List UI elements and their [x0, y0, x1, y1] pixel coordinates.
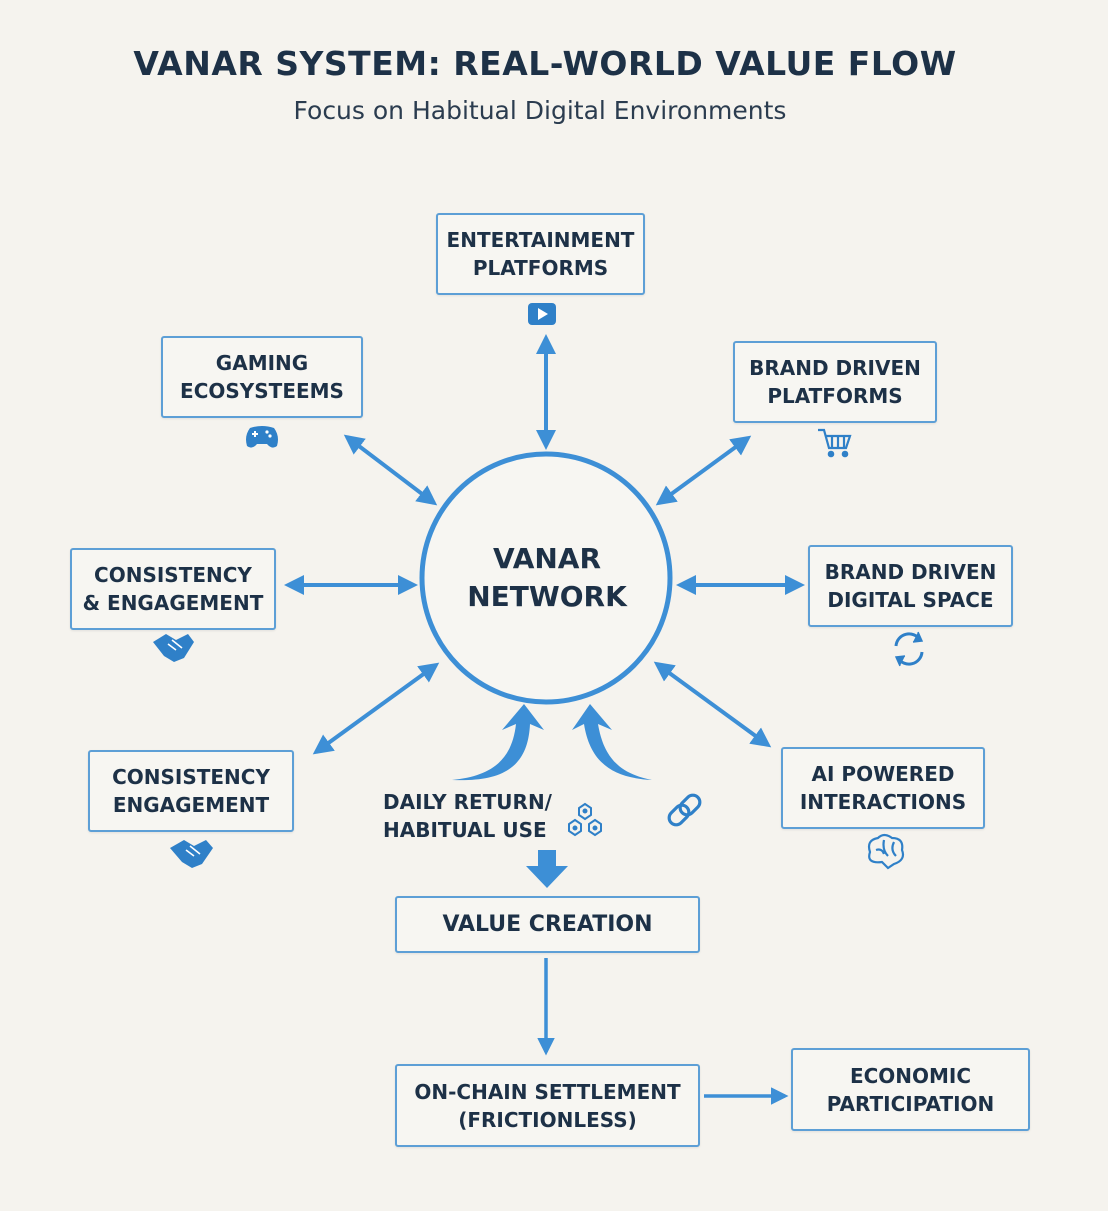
play-icon [528, 303, 556, 325]
diagram-subtitle: Focus on Habitual Digital Environments [293, 96, 787, 125]
node-on-chain-settlement: ON-CHAIN SETTLEMENT (FRICTIONLESS) [395, 1064, 700, 1147]
gamepad-icon [246, 426, 278, 448]
node-label: GAMING ECOSYSTEEMS [180, 351, 344, 403]
node-label: CONSISTENCY ENGAGEMENT [112, 765, 270, 817]
arrow-ai [653, 661, 772, 748]
node-label: CONSISTENCY & ENGAGEMENT [82, 563, 264, 615]
cart-icon [818, 428, 852, 458]
node-label: BRAND DRIVEN PLATFORMS [749, 356, 921, 408]
node-brand-driven-platforms: BRAND DRIVEN PLATFORMS [733, 341, 937, 423]
node-label: ON-CHAIN SETTLEMENT (FRICTIONLESS) [414, 1079, 681, 1132]
arrow-gaming [343, 434, 438, 506]
node-label: VALUE CREATION [442, 911, 653, 937]
node-value-creation: VALUE CREATION [395, 896, 700, 953]
handshake-icon [153, 634, 194, 662]
arrow-brand-platforms [655, 435, 752, 506]
node-economic-participation: ECONOMIC PARTICIPATION [791, 1048, 1030, 1131]
diagram-title: VANAR SYSTEM: REAL-WORLD VALUE FLOW [133, 44, 957, 83]
refresh-icon [894, 631, 924, 667]
brain-icon [867, 833, 905, 870]
node-brand-driven-digital-space: BRAND DRIVEN DIGITAL SPACE [808, 545, 1013, 627]
node-label: BRAND DRIVEN DIGITAL SPACE [824, 560, 997, 612]
node-gaming-ecosystems: GAMING ECOSYSTEEMS [161, 336, 363, 418]
node-label: ENTERTAINMENT PLATFORMS [446, 228, 635, 280]
node-ai-powered-interactions: AI POWERED INTERACTIONS [781, 747, 985, 829]
return-arrow-right [572, 704, 652, 780]
daily-return-label: DAILY RETURN/ HABITUAL USE [383, 790, 552, 842]
hub-circle [419, 451, 673, 705]
link-icon [667, 793, 702, 827]
hexagons-icon [568, 802, 602, 837]
node-label: ECONOMIC PARTICIPATION [826, 1063, 995, 1116]
arrow-to-value-creation [526, 850, 568, 888]
node-consistency-engagement-bottom: CONSISTENCY ENGAGEMENT [88, 750, 294, 832]
node-consistency-engagement-top: CONSISTENCY & ENGAGEMENT [70, 548, 276, 630]
node-label: AI POWERED INTERACTIONS [799, 762, 967, 814]
arrow-consistency-bottom [312, 662, 440, 755]
return-arrow-left [452, 704, 544, 781]
node-entertainment-platforms: ENTERTAINMENT PLATFORMS [436, 213, 645, 295]
handshake-icon [170, 840, 213, 868]
hub-label: VANAR NETWORK [467, 542, 627, 613]
